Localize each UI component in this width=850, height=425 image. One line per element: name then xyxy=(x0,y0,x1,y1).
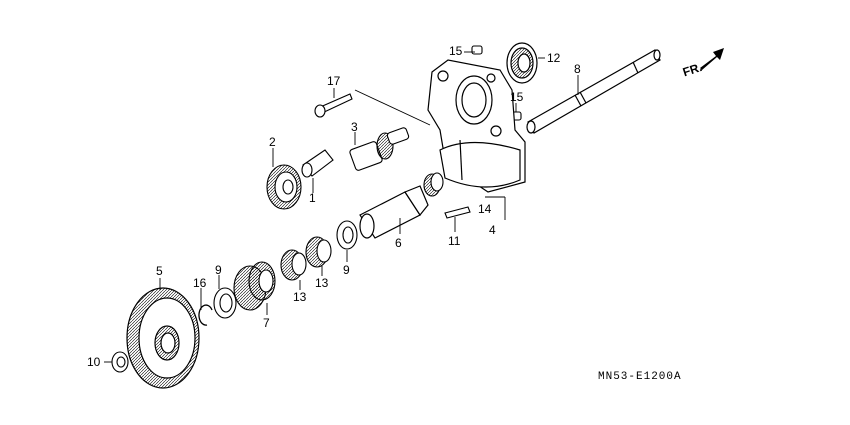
part-label-11: 11 xyxy=(448,234,461,248)
part-label-9-right: 9 xyxy=(343,263,350,277)
sprocket-gear-part xyxy=(266,164,302,210)
washer-part xyxy=(336,220,358,250)
part-label-5: 5 xyxy=(156,264,163,278)
needle-bearing-part xyxy=(423,172,444,197)
part-label-8: 8 xyxy=(574,62,581,76)
part-label-6: 6 xyxy=(395,236,402,250)
bearing-part xyxy=(506,42,538,84)
double-gear-part xyxy=(233,261,276,311)
part-label-12: 12 xyxy=(547,51,561,65)
part-label-10: 10 xyxy=(87,355,101,369)
part-label-16: 16 xyxy=(193,276,207,290)
circlip-part xyxy=(198,304,213,326)
part-label-15-lower: 15 xyxy=(510,90,524,104)
part-label-13-right: 13 xyxy=(315,276,329,290)
bolt-part xyxy=(314,93,353,118)
spacer-tube-part xyxy=(301,149,334,178)
shaft-part xyxy=(526,49,661,134)
housing-part xyxy=(427,59,526,193)
part-label-15-top: 15 xyxy=(449,44,463,58)
part-label-7: 7 xyxy=(263,316,270,330)
needle-bearing-pair-part xyxy=(280,236,332,281)
part-label-14: 14 xyxy=(478,202,492,216)
part-label-1: 1 xyxy=(309,191,316,205)
pin-part xyxy=(444,206,471,219)
front-direction-arrow-icon xyxy=(700,48,724,70)
washer-part-small xyxy=(111,351,129,373)
part-label-2: 2 xyxy=(269,135,276,149)
part-label-9-left: 9 xyxy=(215,263,222,277)
part-label-13-left: 13 xyxy=(293,290,307,304)
drawing-code: MN53-E1200A xyxy=(598,371,682,383)
part-label-17: 17 xyxy=(327,74,341,88)
large-gear-part xyxy=(126,287,200,389)
leader-lines xyxy=(104,51,579,363)
small-gear-part xyxy=(349,127,410,171)
part-label-4: 4 xyxy=(489,223,496,237)
part-label-3: 3 xyxy=(351,120,358,134)
washer-part-left xyxy=(213,287,237,319)
sleeve-part xyxy=(359,185,429,239)
